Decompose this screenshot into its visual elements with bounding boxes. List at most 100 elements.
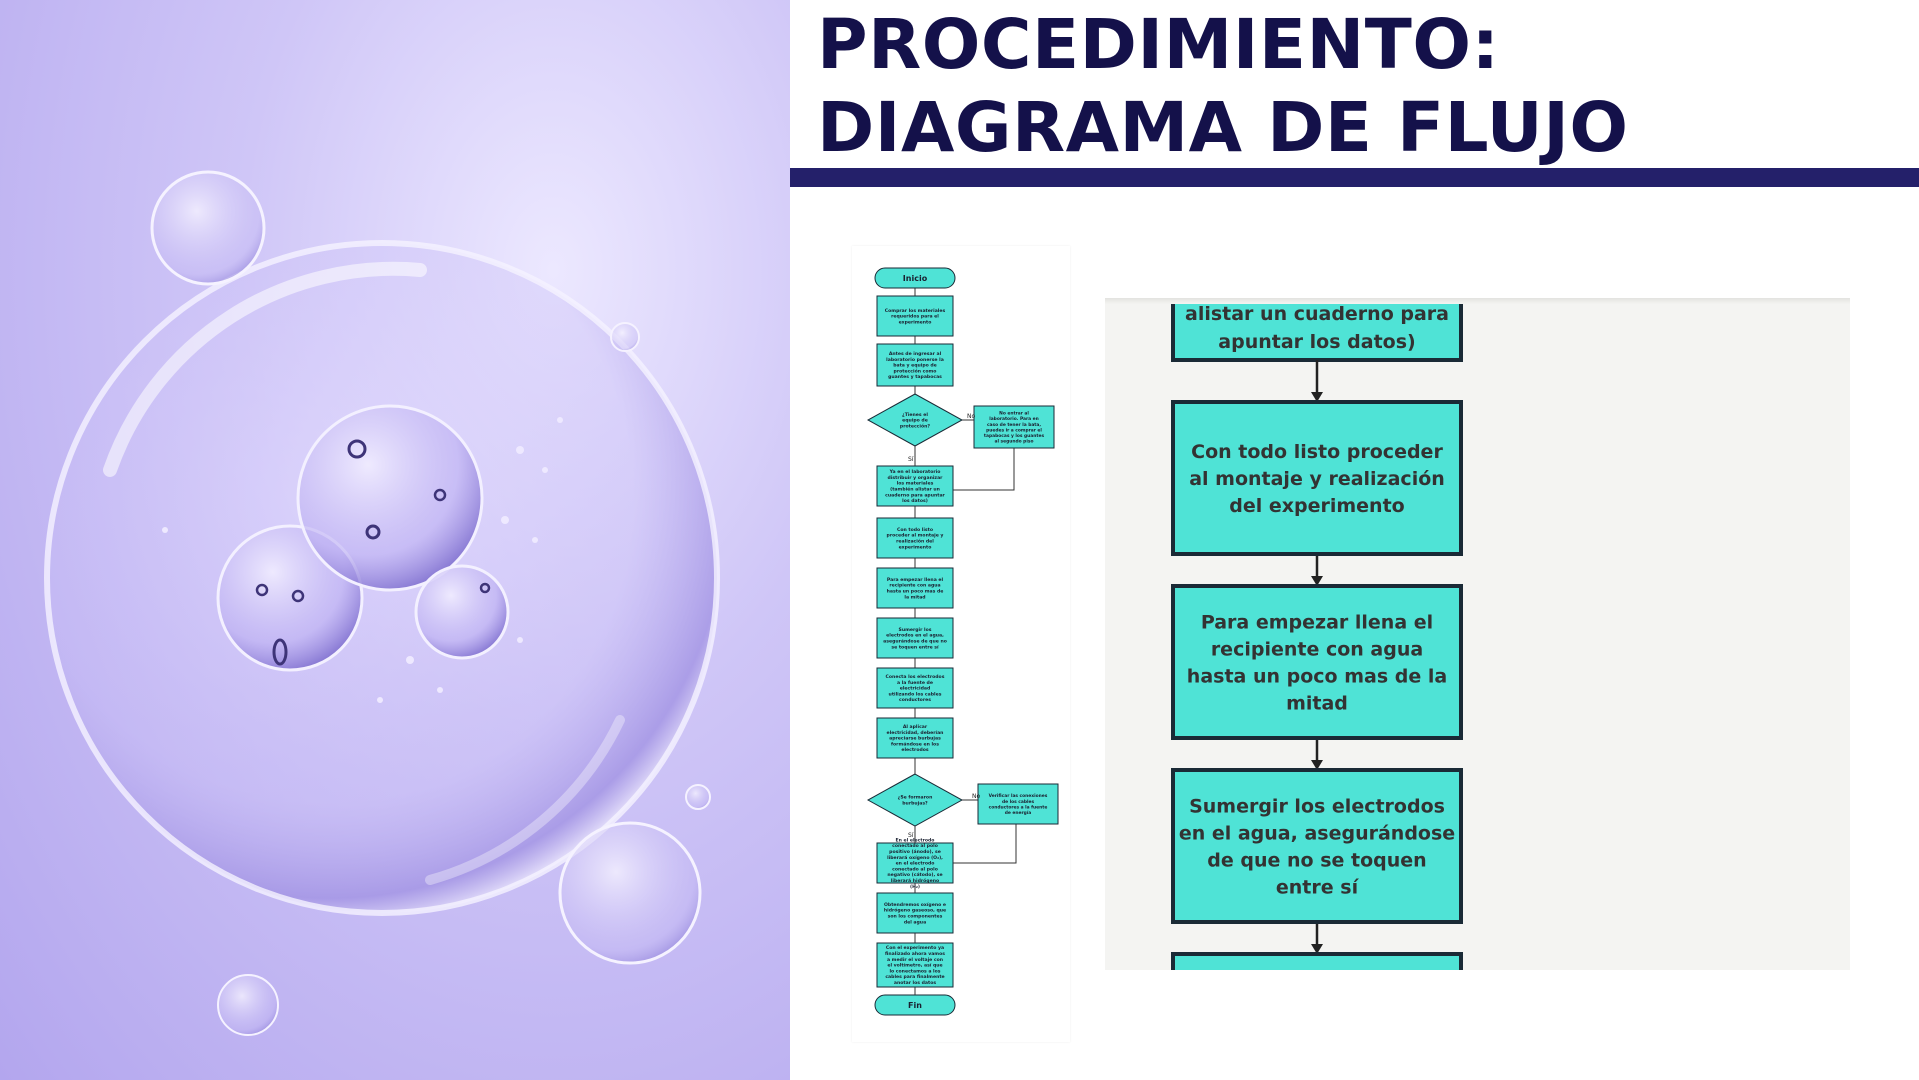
thumb-node-label: Para empezar llena el <box>887 577 944 583</box>
thumb-node-label: liberará oxígeno (O₂), <box>887 854 943 861</box>
thumb-side-label: Verificar las conexiones <box>989 793 1048 799</box>
zoom-fragment-label: apuntar los datos) <box>1218 331 1415 353</box>
page-title-line-2: DIAGRAMA DE FLUJO <box>817 88 1629 168</box>
thumb-node-label: lo conectamos a los <box>889 968 940 974</box>
thumb-side-box <box>977 783 1059 825</box>
thumb-node-label: realización del <box>896 538 934 545</box>
thumb-node-label: conectado al polo <box>892 866 938 872</box>
page-title-line-1: PROCEDIMIENTO: <box>817 5 1500 85</box>
thumb-terminal <box>874 267 956 289</box>
thumb-node-label: distribuir y organizar <box>888 475 944 481</box>
thumb-node-label: Obtendremos oxígeno e <box>884 901 946 908</box>
thumb-node-label: En el electrodo <box>896 837 935 843</box>
zoom-box-label: Para empezar llena el <box>1201 612 1433 634</box>
thumb-node-label: anotar los datos <box>894 980 936 986</box>
zoom-process-box <box>1171 584 1463 740</box>
thumb-node-label: los materiales <box>897 481 934 487</box>
thumb-node-label: a la fuente de <box>897 680 933 686</box>
thumb-node-label: laboratorio ponerse la <box>886 357 944 363</box>
zoom-process-box <box>1171 768 1463 924</box>
zoom-box-label: en el agua, asegurándose <box>1179 823 1455 845</box>
thumb-side-label: conductores a la fuente <box>989 804 1048 810</box>
thumb-node-label: positivo (ánodo), se <box>889 848 941 855</box>
branch-no-label: No <box>972 793 980 800</box>
thumb-node-label: ¿Se formaron <box>898 795 933 801</box>
zoom-fragment-box <box>1171 298 1463 362</box>
thumb-node-label: guantes y tapabocas <box>888 374 942 380</box>
zoom-arrow-head <box>1311 944 1323 954</box>
zoom-next-box <box>1171 952 1463 970</box>
thumb-process-box <box>876 567 954 609</box>
thumb-node-label: del agua <box>904 919 926 925</box>
thumb-node-label: apreciarse burbujas <box>889 736 941 742</box>
thumb-node-label: utilizando los cables <box>889 691 942 697</box>
thumb-node-label: se toquen entre sí <box>891 643 939 650</box>
thumb-node-label: conectado al polo <box>892 843 938 849</box>
zoom-box-label: mitad <box>1286 693 1348 715</box>
thumb-side-label: No entrar al <box>999 411 1029 417</box>
zoom-box-label: recipiente con agua <box>1211 639 1423 661</box>
thumb-side-label: laboratorio. Para en <box>989 416 1039 422</box>
connector-return-1 <box>953 430 1015 491</box>
thumb-node-label: el voltímetro, así que <box>887 962 942 969</box>
thumb-side-label: tapabocas y los guantes <box>984 433 1045 439</box>
thumb-node-label: hasta un poco mas de <box>887 589 944 595</box>
thumb-node-label: Al aplicar <box>903 724 928 730</box>
thumb-terminal <box>874 994 956 1016</box>
cell-bubbles-icon <box>44 170 720 1036</box>
branch-no-label: No <box>967 413 975 420</box>
thumb-node-label: la mitad <box>904 594 925 600</box>
thumb-node-label: protección? <box>900 422 930 429</box>
thumb-process-box <box>876 343 954 387</box>
thumb-side-label: caso de tener la bata, <box>987 422 1041 428</box>
thumb-node-label: Antes de ingresar al <box>889 351 942 357</box>
zoom-box-label: hasta un poco mas de la <box>1187 666 1447 688</box>
zoom-box-label: entre sí <box>1276 877 1360 899</box>
thumb-node-label: equipo de <box>902 418 928 424</box>
thumb-node-label: liberará hidrógeno <box>891 877 939 884</box>
thumb-node-label: electricidad, deberían <box>887 729 944 736</box>
zoom-fragment-label: alistar un cuaderno para <box>1185 303 1449 325</box>
thumb-node-label: electricidad <box>900 686 931 692</box>
thumb-node-label: Conecta los electrodos <box>886 674 945 680</box>
thumb-node-label: protección como <box>894 367 937 374</box>
thumb-side-label: puedes ir a comprar el <box>986 427 1042 433</box>
thumb-process-box <box>876 295 954 337</box>
thumb-node-label: electrodos en el agua, <box>886 633 944 639</box>
thumb-side-label: de energía <box>1005 809 1032 816</box>
thumb-node-label: proceder al montaje y <box>887 533 944 539</box>
thumb-node-label: Ya en el laboratorio <box>889 469 941 475</box>
thumb-node-label: electrodos <box>901 747 929 753</box>
thumb-node-label: requeridos para el <box>891 314 939 320</box>
thumb-node-label: cables para finalmente <box>885 974 944 980</box>
thumb-node-label: finalizado ahora vamos <box>885 951 945 957</box>
thumb-node-label: hidrógeno gaseoso, que <box>884 907 946 914</box>
thumb-process-box <box>876 717 954 759</box>
zoom-arrow-head <box>1311 576 1323 586</box>
flowchart-zoom-svg: alistar un cuaderno para apuntar los dato… <box>1171 298 1463 970</box>
thumb-node-label: ¿Tienes el <box>902 412 928 418</box>
thumb-node-label: (H₂) <box>910 884 920 890</box>
thumb-node-label: Inicio <box>903 274 928 283</box>
thumb-node-label: en el electrodo <box>896 861 935 867</box>
thumb-decision <box>866 393 964 447</box>
thumb-node-label: (también alistar un <box>890 486 940 493</box>
thumb-node-label: formándose en los <box>891 740 939 747</box>
title-divider <box>790 168 1919 187</box>
thumb-process-box <box>876 517 954 559</box>
thumb-node-label: cuaderno para apuntar <box>885 492 945 498</box>
zoom-box-label: de que no se toquen <box>1207 850 1426 872</box>
branch-yes-label: Sí <box>908 832 914 839</box>
zoom-box-label: Sumergir los electrodos <box>1189 796 1445 818</box>
thumb-process-box <box>876 892 954 934</box>
zoom-box-label: del experimento <box>1229 495 1404 517</box>
thumb-node-label: experimento <box>899 319 932 325</box>
flowchart-zoomed-detail: alistar un cuaderno para apuntar los dato… <box>1105 298 1850 970</box>
thumb-node-label: son los componentes <box>888 914 943 920</box>
branch-yes-label: Sí <box>908 456 914 463</box>
thumb-node-label: bata y equipo de <box>893 363 937 369</box>
thumb-node-label: conductores <box>899 697 931 703</box>
thumb-process-box <box>876 617 954 659</box>
thumb-process-box <box>876 667 954 709</box>
thumb-node-label: Sumergir los <box>899 627 932 633</box>
